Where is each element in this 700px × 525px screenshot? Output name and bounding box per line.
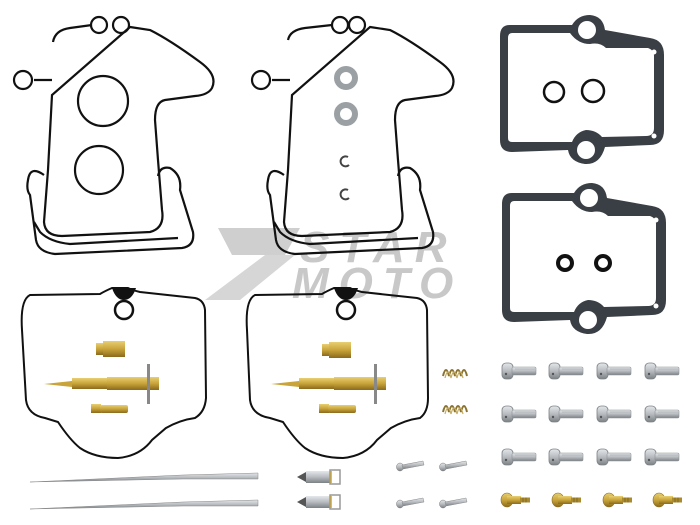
pilot-screw-right — [271, 364, 386, 404]
spring-1 — [442, 369, 468, 379]
small-screw-1 — [396, 460, 425, 472]
small-screw-3 — [396, 497, 425, 509]
pilot-jet-left — [96, 341, 125, 357]
pilot-screw-left — [44, 364, 159, 404]
spring-2 — [442, 405, 468, 415]
float-needle-2 — [297, 494, 341, 510]
brass-pin-row — [500, 492, 683, 508]
float-bowl-gasket-bottom — [502, 183, 666, 335]
float-bowl-oring-left — [12, 15, 215, 256]
small-screw-4 — [439, 497, 468, 509]
jet-needle-1 — [29, 472, 259, 483]
jet-needle-2 — [29, 499, 259, 510]
main-jet-right — [319, 404, 356, 413]
float-bowl-gasket-top — [500, 15, 664, 165]
e-clip-2 — [339, 188, 350, 201]
float-needle-1 — [297, 469, 341, 485]
bowl-oring-lower-left — [20, 287, 208, 460]
chrome-screw-grid — [501, 362, 680, 466]
watermark-line2: MOTO — [292, 259, 463, 308]
e-clip-1 — [339, 155, 350, 168]
watermark-logo: STAR MOTO — [205, 223, 463, 308]
float-bowl-oring-center — [250, 15, 455, 256]
main-jet-left — [91, 404, 128, 413]
bowl-oring-lower-right — [245, 287, 430, 460]
washer-1 — [334, 66, 358, 90]
pilot-jet-right — [322, 342, 351, 358]
small-screw-2 — [439, 460, 468, 472]
washer-2 — [334, 102, 358, 126]
